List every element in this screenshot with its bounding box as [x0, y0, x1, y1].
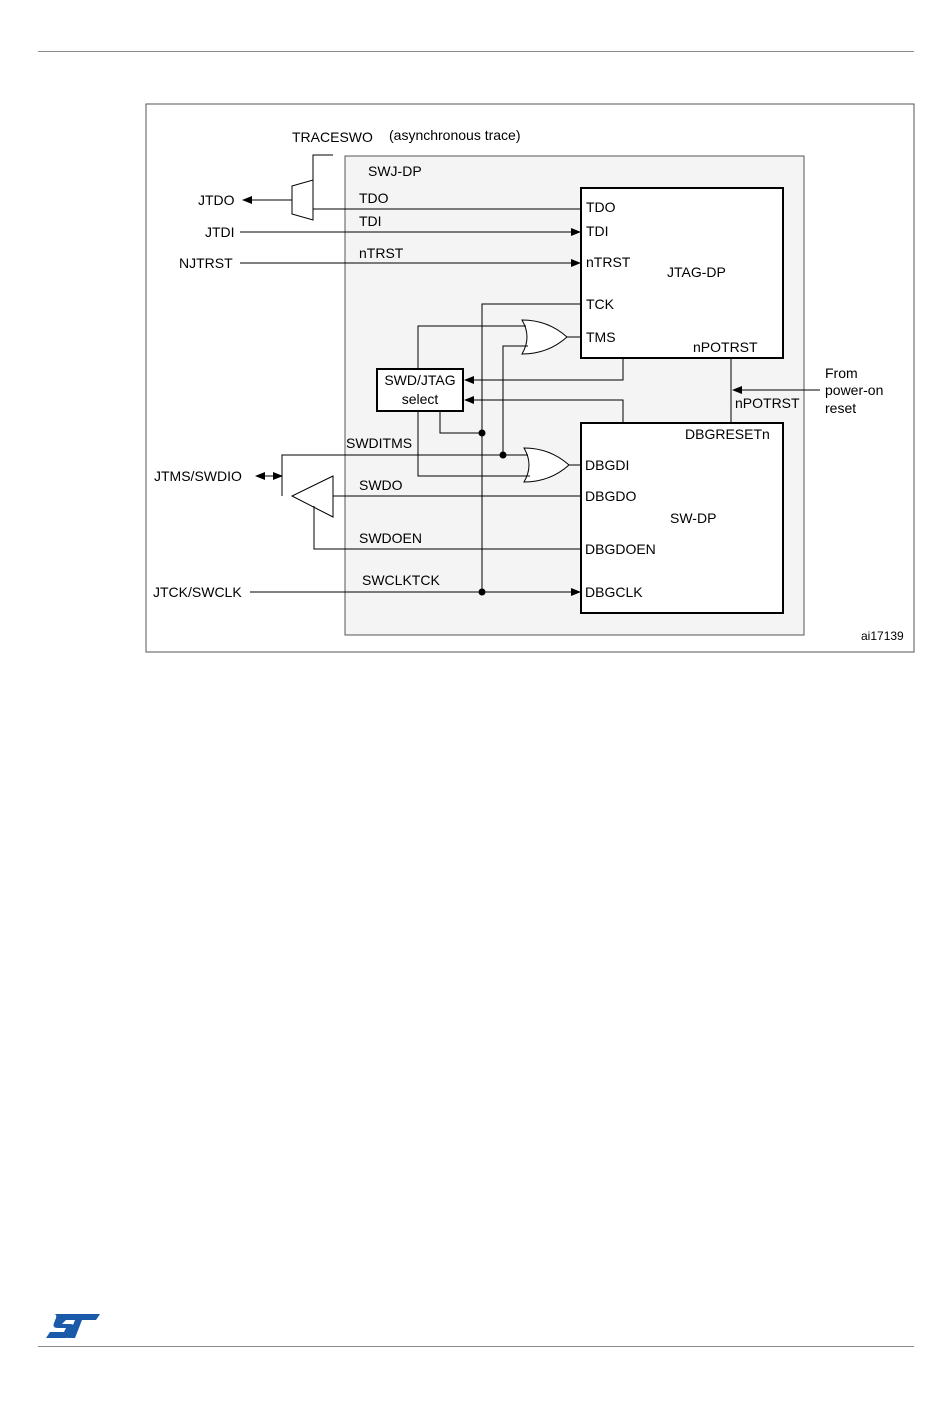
junction-dot: [500, 452, 507, 459]
label-dbgdi: DBGDI: [585, 457, 629, 473]
label-dbgclk: DBGCLK: [585, 584, 643, 600]
label-jtag-ntrst: nTRST: [586, 254, 631, 270]
label-jtdo: JTDO: [198, 192, 235, 208]
label-jtag-tms: TMS: [586, 329, 616, 345]
footer-rule: [38, 1346, 914, 1347]
traceswo-mux: [292, 180, 313, 220]
junction-dot: [479, 430, 486, 437]
label-select-line2: select: [402, 391, 439, 407]
label-from: From: [825, 365, 858, 381]
label-select-line1: SWD/JTAG: [384, 372, 455, 388]
label-jtag-npotrst: nPOTRST: [693, 339, 758, 355]
label-dbgdoen: DBGDOEN: [585, 541, 656, 557]
label-swdo: SWDO: [359, 477, 403, 493]
label-traceswo: TRACESWO: [292, 129, 373, 145]
swdo-buffer: [292, 476, 333, 517]
label-jtck-swclk: JTCK/SWCLK: [153, 584, 242, 600]
label-figure-id: ai17139: [861, 629, 904, 643]
swj-dp-block-diagram: TRACESWO (asynchronous trace) SWJ-DP JTD…: [0, 0, 950, 700]
label-reset: reset: [825, 400, 856, 416]
label-swj-dp: SWJ-DP: [368, 163, 422, 179]
label-jtag-dp: JTAG-DP: [667, 264, 726, 280]
label-jtdi: JTDI: [205, 224, 235, 240]
label-tdo: TDO: [359, 190, 389, 206]
st-logo-icon: [44, 1312, 102, 1340]
label-njtrst: NJTRST: [179, 255, 233, 271]
label-npotrst: nPOTRST: [735, 395, 800, 411]
label-async-trace: (asynchronous trace): [389, 127, 521, 143]
traceswo-wire: [313, 155, 333, 180]
label-jtag-tdo: TDO: [586, 199, 616, 215]
label-swdoen: SWDOEN: [359, 530, 422, 546]
label-power-on: power-on: [825, 382, 883, 398]
label-sw-dp: SW-DP: [670, 510, 716, 526]
label-swditms: SWDITMS: [346, 435, 412, 451]
label-jtag-tck: TCK: [586, 296, 615, 312]
label-dbgdo: DBGDO: [585, 488, 636, 504]
label-dbgresetn: DBGRESETn: [685, 426, 770, 442]
label-ntrst: nTRST: [359, 245, 404, 261]
junction-dot: [479, 589, 486, 596]
label-swclktck: SWCLKTCK: [362, 572, 440, 588]
label-tdi: TDI: [359, 213, 382, 229]
label-jtms-swdio: JTMS/SWDIO: [154, 468, 242, 484]
label-jtag-tdi: TDI: [586, 223, 609, 239]
